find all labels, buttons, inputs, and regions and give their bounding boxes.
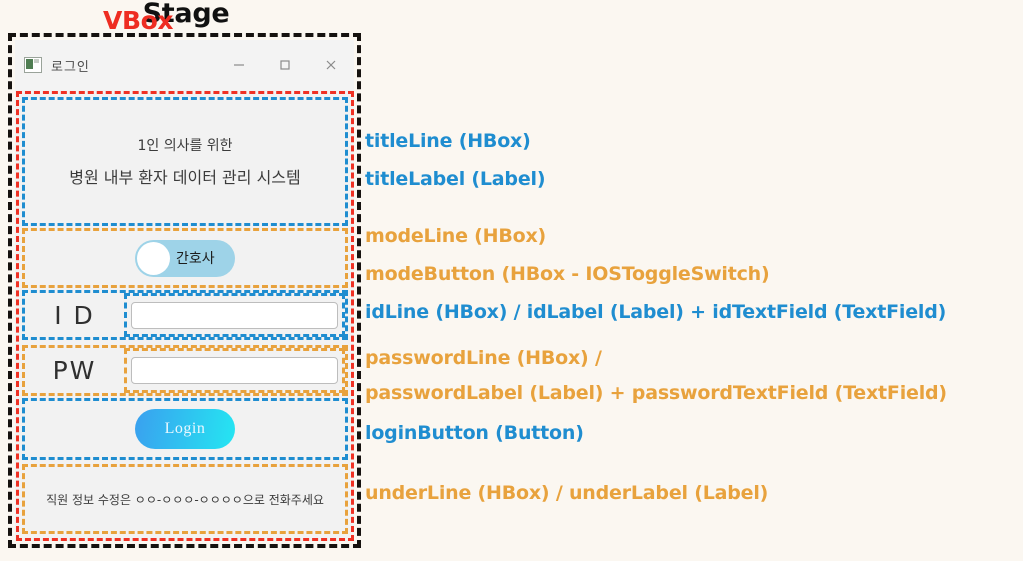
stage-title: Stage [142,0,230,29]
title-label-line1: 1인 의사를 위한 [137,138,233,154]
login-button[interactable]: Login [135,409,235,449]
under-line: 직원 정보 수정은 ㅇㅇ-ㅇㅇㅇ-ㅇㅇㅇㅇ으로 전화주세요 [22,464,348,534]
annotation-mode-line: modeLine (HBox) [365,225,547,247]
annotation-title-line: titleLine (HBox) [365,130,531,152]
annotation-login-button: loginButton (Button) [365,422,584,444]
annotation-mode-button: modeButton (HBox - IOSToggleSwitch) [365,263,770,285]
title-line: 1인 의사를 위한 병원 내부 환자 데이터 관리 시스템 [22,97,348,226]
toggle-knob[interactable] [137,241,170,275]
stage-boundary [8,33,361,548]
annotation-password-line: passwordLine (HBox) / [365,347,602,369]
password-field-wrap [124,348,345,393]
minimize-icon[interactable] [216,40,262,90]
password-line: PW [22,345,348,396]
under-label: 직원 정보 수정은 ㅇㅇ-ㅇㅇㅇ-ㅇㅇㅇㅇ으로 전화주세요 [46,492,324,507]
id-label: I D [54,300,95,330]
maximize-icon[interactable] [262,40,308,90]
annotation-title-label: titleLabel (Label) [365,168,546,190]
id-field-wrap [124,293,345,337]
window-titlebar: 로그인 [15,40,354,90]
title-label-line2: 병원 내부 환자 데이터 관리 시스템 [69,168,301,187]
toggle-label: 간호사 [176,251,215,267]
vbox-annotation: VBox [103,6,174,35]
app-window-icon [24,57,42,73]
password-label: PW [52,356,97,385]
password-row: PW [25,348,345,393]
annotation-under-line: underLine (HBox) / underLabel (Label) [365,482,769,504]
mode-line-inner: 간호사 [25,231,345,285]
vbox-boundary [16,91,354,541]
annotation-id-line: idLine (HBox) / idLabel (Label) + idText… [365,301,947,323]
window-controls [216,40,354,90]
mode-toggle-switch[interactable]: 간호사 [135,239,235,277]
login-line-inner: Login [25,401,345,457]
id-line: I D [22,290,348,340]
id-input[interactable] [131,301,338,329]
close-icon[interactable] [308,40,354,90]
mode-line: 간호사 [22,228,348,288]
window-title: 로그인 [51,59,90,75]
title-label: 1인 의사를 위한 병원 내부 환자 데이터 관리 시스템 [25,100,345,223]
password-input[interactable] [131,357,338,384]
id-row: I D [25,293,345,337]
annotation-password-label: passwordLabel (Label) + passwordTextFiel… [365,382,947,404]
login-line: Login [22,398,348,460]
